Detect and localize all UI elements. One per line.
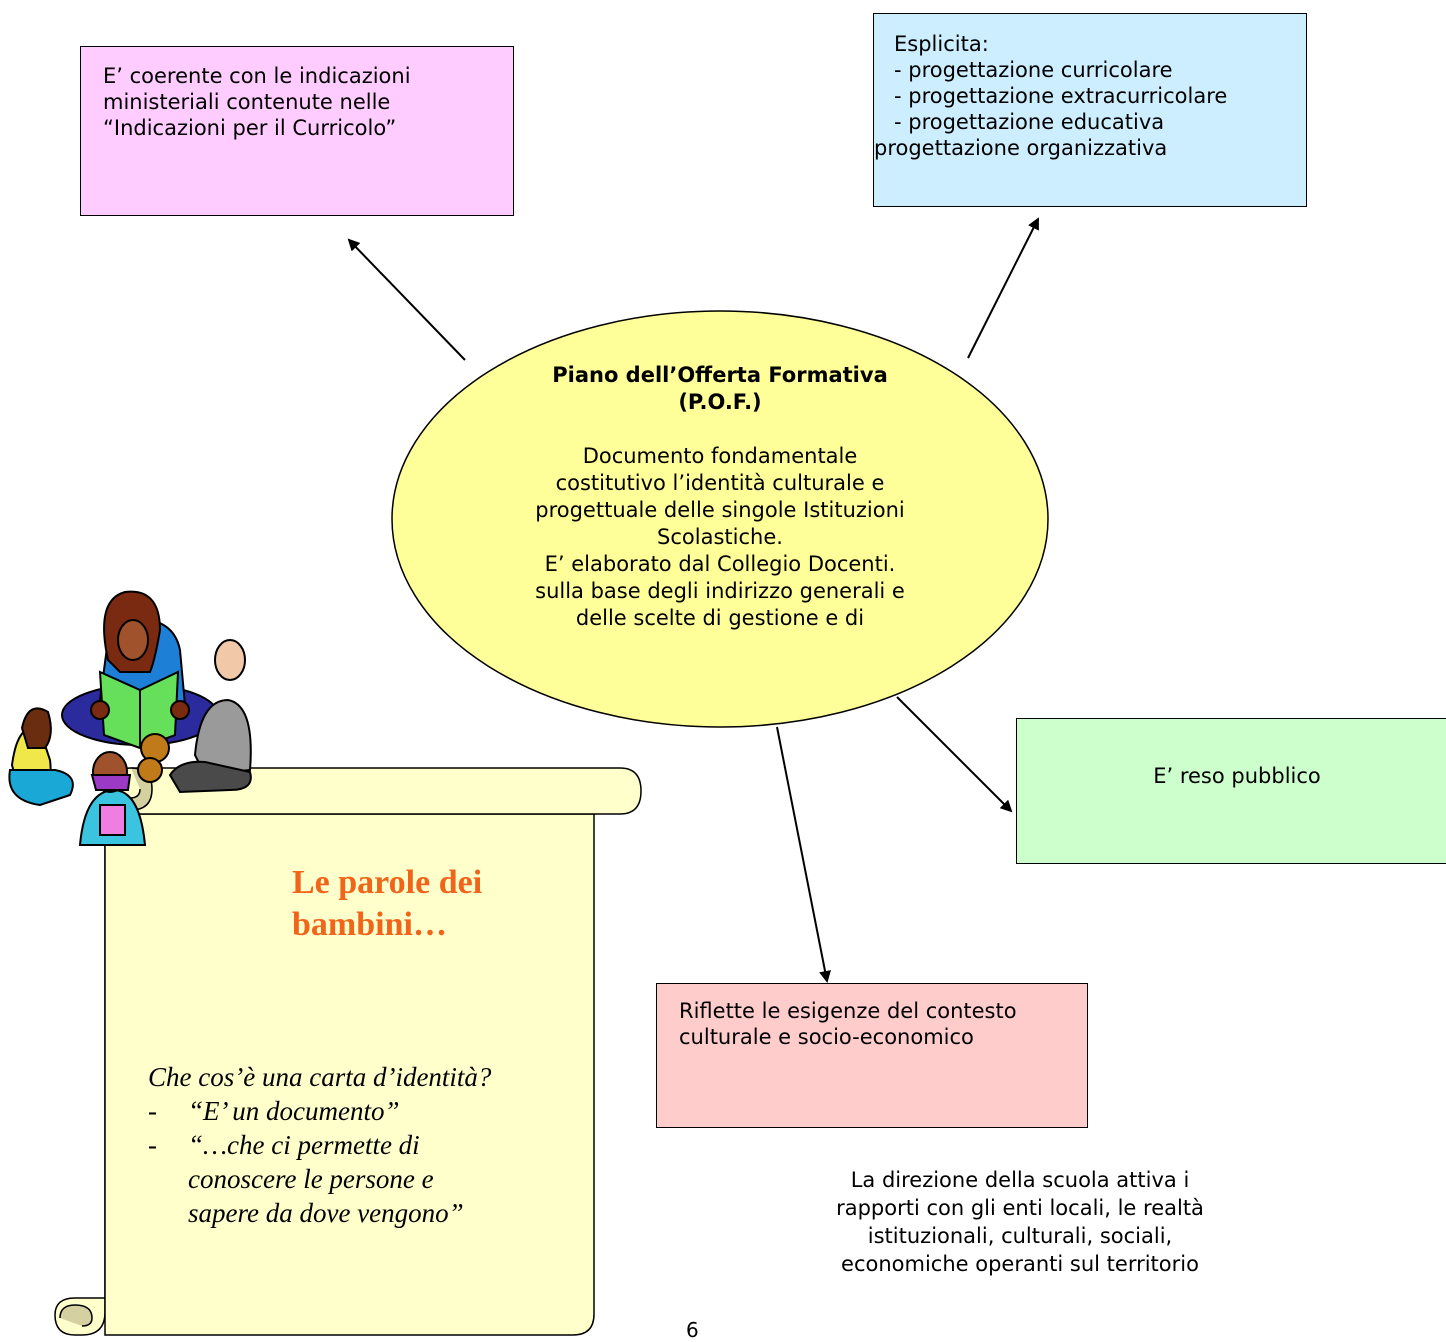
pink-box-line: ministeriali contenute nelle [103,90,391,114]
blue-box-line: - progettazione extracurricolare [894,84,1228,108]
center-line: E’ elaborato dal Collegio Docenti. [544,552,896,576]
center-line: Scolastiche. [657,525,783,549]
scroll-question: Che cos’è una carta d’identità? [148,1062,492,1092]
page-number: 6 [686,1318,699,1342]
list-line: sapere da dove vengono” [188,1198,464,1228]
center-ellipse [391,310,1049,728]
center-line: sulla base degli indirizzo generali e [535,579,905,603]
list-line: “…che ci permette di [188,1130,420,1160]
center-line: Documento fondamentale [582,444,858,468]
list-dash: - [148,1130,157,1160]
bottom-text-line: La direzione della scuola attiva i [850,1168,1190,1192]
scroll-list-item: - “E’ un documento” [148,1094,464,1128]
list-dash: - [148,1096,157,1126]
blue-box-line: - progettazione curricolare [894,58,1173,82]
arrow-to-blue [967,217,1039,359]
pink-box-line: E’ coerente con le indicazioni [103,64,411,88]
scroll-title-line: bambini… [292,906,447,943]
center-line: progettuale delle singole Istituzioni [535,498,905,522]
scroll-shape [54,767,642,1336]
blue-box-line: Esplicita: [894,32,989,56]
center-subtitle: (P.O.F.) [678,390,762,414]
bottom-text-line: rapporti con gli enti locali, le realtà [836,1196,1204,1220]
scroll-list-item: - “…che ci permette di conoscere le pers… [148,1128,464,1230]
red-box-line: Riflette le esigenze del contesto [679,999,1017,1023]
center-line: delle scelte di gestione e di [575,606,865,630]
list-line: “E’ un documento” [188,1096,400,1126]
blue-box-line: progettazione organizzativa [874,136,1168,160]
list-line: conoscere le persone e [188,1164,434,1194]
pink-box: E’ coerente con le indicazioni ministeri… [80,46,514,216]
scroll-list: - “E’ un documento” - “…che ci permette … [148,1094,464,1230]
bottom-text-line: economiche operanti sul territorio [841,1252,1199,1276]
bottom-text: La direzione della scuola attiva i rappo… [810,1166,1230,1278]
arrow-to-green [896,696,1013,813]
red-box: Riflette le esigenze del contesto cultur… [656,983,1088,1128]
scroll-title: Le parole dei bambini… [292,862,482,946]
green-box-text: E’ reso pubblico [1153,764,1321,788]
green-box: E’ reso pubblico [1016,718,1446,864]
bottom-text-line: istituzionali, culturali, sociali, [867,1224,1173,1248]
pink-box-line: “Indicazioni per il Curricolo” [103,116,397,140]
children-reading-clipart [8,590,252,846]
arrow-to-red [776,726,831,983]
center-title: Piano dell’Offerta Formativa [552,363,888,387]
center-text: Piano dell’Offerta Formativa (P.O.F.) Do… [470,362,970,632]
center-line: costitutivo l’identità culturale e [555,471,885,495]
blue-box: Esplicita: - progettazione curricolare -… [873,13,1307,207]
arrow-to-pink [347,238,466,361]
blue-box-line: - progettazione educativa [894,110,1165,134]
red-box-line: culturale e socio-economico [679,1025,974,1049]
scroll-title-line: Le parole dei [292,864,483,901]
